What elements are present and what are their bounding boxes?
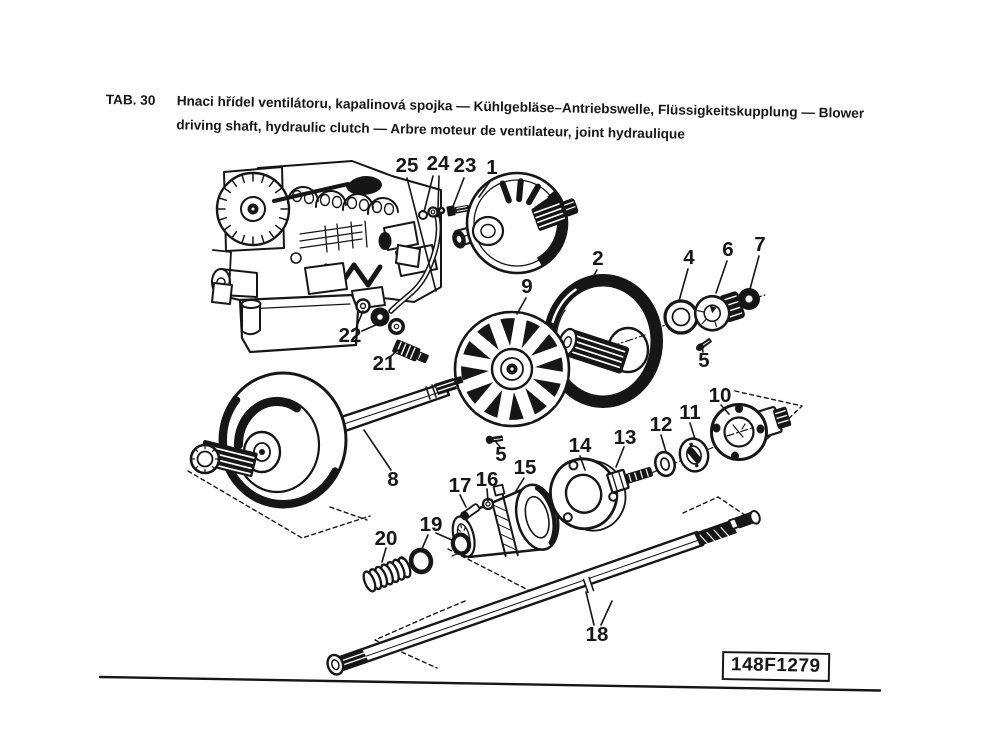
part-17-pin [460,503,481,521]
part-label-16: 16 [476,468,499,491]
part-5-screw-b [485,435,504,444]
part-label-25: 25 [396,154,419,177]
part-10-flange-hub [710,403,792,461]
part-8-drive-disc-shaft [189,371,464,509]
part-label-22: 22 [339,324,362,347]
leader-lines [355,175,760,626]
part-18-fan-shaft [326,510,761,676]
pin-21 [392,339,429,364]
part-20-spring [362,556,412,593]
part-label-4: 4 [683,246,695,269]
reference-code: 148F1279 [730,654,821,677]
part-label-23: 23 [454,154,477,177]
part-1-hydraulic-clutch [452,171,579,275]
part-11-drive-disc [678,437,710,473]
part-label-7: 7 [754,233,765,256]
part-19-seal-rings [408,532,472,575]
reference-code-box: 148F1279 [721,651,830,682]
part-label-14: 14 [569,434,592,457]
part-label-10: 10 [709,384,732,407]
part-label-21: 21 [373,352,396,375]
part-label-13: 13 [614,426,637,449]
part-label-1: 1 [486,156,497,179]
part-label-17: 17 [449,474,472,497]
part-label-2: 2 [592,247,603,270]
part-label-20: 20 [375,527,398,550]
part-9-fan-wheel [453,310,571,428]
part-label-9: 9 [521,275,532,298]
part-label-18: 18 [586,623,609,646]
bolt-23 [446,204,470,217]
part-label-8: 8 [387,468,398,491]
part-6-coupling-hub [693,291,745,332]
part-label-19: 19 [420,513,443,536]
part-7-ring [738,288,760,310]
part-15-bearing-housing [451,483,560,559]
part-12-ring [654,450,676,478]
engine-illustration [211,160,442,354]
part-4-ring [663,299,699,335]
part-label-6: 6 [722,238,733,261]
part-label-5b: 5 [495,443,506,466]
part-number-labels: 25 24 23 1 2 9 4 6 7 5 22 21 8 5 14 13 1… [339,152,766,646]
part-label-12: 12 [650,413,673,436]
part-label-24: 24 [427,152,450,175]
part-label-11: 11 [679,401,701,424]
part-13-bolt [606,466,653,494]
part-label-15: 15 [514,456,537,479]
footer-rule [98,675,882,692]
part-label-5a: 5 [698,349,709,372]
